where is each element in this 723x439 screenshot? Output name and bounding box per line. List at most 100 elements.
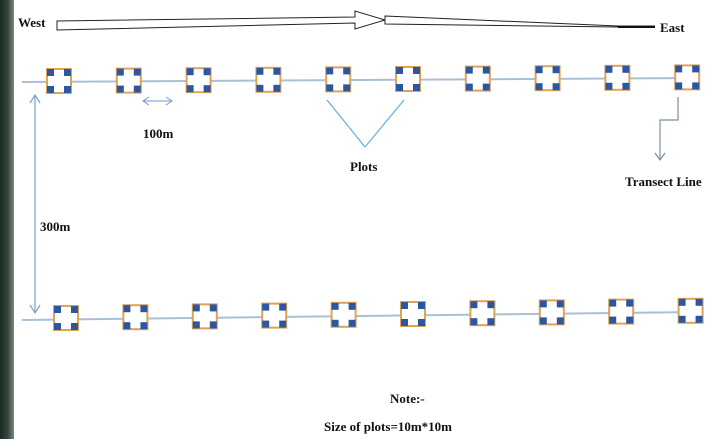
plot-corner-subplot: [487, 301, 495, 309]
plot-corner-subplot: [256, 84, 264, 92]
note-title: Note:-: [390, 391, 425, 406]
plot-corner-subplot: [209, 321, 217, 329]
plot-corner-subplot: [203, 85, 211, 93]
plot-corner-subplot: [556, 300, 564, 308]
left-edge-strip: [0, 0, 14, 439]
plot-corner-subplot: [54, 306, 61, 313]
plot-corner-subplot: [343, 84, 351, 92]
plot-corner-subplot: [262, 303, 270, 311]
plot-corner-subplot: [539, 317, 547, 325]
plot-corner-subplot: [64, 86, 71, 93]
plot: [330, 301, 357, 328]
plot-corner-subplot: [470, 318, 478, 326]
plot-corner-subplot: [418, 319, 425, 326]
plot: [400, 301, 426, 327]
plots-row-bottom: [53, 297, 704, 331]
transect-line-label: Transect Line: [625, 174, 702, 189]
plot-corner-subplot: [54, 323, 61, 330]
plot-corner-subplot: [279, 303, 287, 311]
plot: [464, 65, 491, 92]
plot: [255, 66, 282, 93]
plot-corner-subplot: [140, 322, 148, 330]
transect-pointer: [654, 97, 679, 162]
plot: [534, 65, 561, 92]
plot-corner-subplot: [71, 306, 78, 313]
plots-row-top: [46, 64, 701, 94]
plot-corner-subplot: [482, 66, 490, 74]
plot-corner-subplot: [413, 84, 420, 91]
plot-corner-subplot: [71, 323, 78, 330]
plot-corner-subplot: [262, 320, 270, 328]
spacing-arrow: [142, 96, 173, 106]
plot: [604, 64, 631, 91]
separation-label: 300m: [40, 219, 71, 234]
plot-corner-subplot: [470, 301, 478, 309]
plot-corner-subplot: [626, 299, 634, 307]
direction-arrow: [56, 10, 656, 31]
plot-corner-subplot: [539, 300, 547, 308]
plot-corner-subplot: [116, 68, 124, 76]
plot-corner-subplot: [695, 298, 703, 306]
direction-arrow-shaft: [56, 10, 387, 31]
plot-corner-subplot: [605, 82, 613, 90]
plot-corner-subplot: [273, 84, 281, 92]
plots-label: Plots: [350, 159, 378, 174]
plot-corner-subplot: [692, 82, 700, 90]
plot-corner-subplot: [413, 67, 420, 74]
plot: [185, 67, 212, 94]
plot-corner-subplot: [622, 65, 630, 73]
plot: [46, 68, 72, 94]
plot-corner-subplot: [133, 68, 141, 76]
plot-corner-subplot: [396, 67, 403, 74]
note-text: Size of plots=10m*10m: [324, 419, 453, 434]
plot-corner-subplot: [256, 67, 264, 75]
plot: [53, 305, 79, 331]
plot-corner-subplot: [192, 321, 200, 329]
plot-corner-subplot: [401, 302, 408, 309]
plot-corner-subplot: [401, 319, 408, 326]
plot-corner-subplot: [203, 68, 211, 76]
plot-corner-subplot: [116, 85, 124, 93]
plot-corner-subplot: [279, 320, 287, 328]
plot-corner-subplot: [133, 85, 141, 93]
plot-corner-subplot: [482, 83, 490, 91]
spacing-label: 100m: [143, 126, 174, 141]
plot-corner-subplot: [675, 82, 683, 90]
plot-corner-subplot: [64, 69, 71, 76]
plot-corner-subplot: [552, 83, 560, 91]
plot-corner-subplot: [609, 316, 617, 324]
plot-corner-subplot: [123, 322, 131, 330]
plot: [538, 299, 565, 326]
plot-corner-subplot: [123, 305, 131, 313]
plot: [191, 303, 218, 330]
plot-corner-subplot: [192, 304, 200, 312]
plot: [325, 66, 352, 93]
plot: [261, 302, 288, 329]
plot-corner-subplot: [678, 298, 686, 306]
plot-corner-subplot: [552, 66, 560, 74]
plot-corner-subplot: [609, 299, 617, 307]
plot-corner-subplot: [695, 315, 703, 323]
plot-corner-subplot: [47, 69, 54, 76]
plots-pointer: [326, 99, 405, 148]
plot: [677, 297, 704, 324]
plot-corner-subplot: [692, 65, 700, 73]
plot-corner-subplot: [675, 65, 683, 73]
plot: [122, 304, 149, 331]
plot-corner-subplot: [348, 302, 356, 310]
plot-corner-subplot: [626, 316, 634, 324]
separation-arrow: [29, 93, 41, 315]
plot-corner-subplot: [186, 85, 194, 93]
plot-corner-subplot: [209, 304, 217, 312]
plot-corner-subplot: [47, 86, 54, 93]
plot-corner-subplot: [331, 319, 339, 327]
plot-corner-subplot: [140, 305, 148, 313]
plot-corner-subplot: [535, 83, 543, 91]
plot: [395, 66, 421, 92]
plot-corner-subplot: [331, 302, 339, 310]
west-label: West: [18, 15, 46, 30]
plot-corner-subplot: [487, 318, 495, 326]
east-label: East: [660, 20, 685, 35]
plot-corner-subplot: [343, 67, 351, 75]
